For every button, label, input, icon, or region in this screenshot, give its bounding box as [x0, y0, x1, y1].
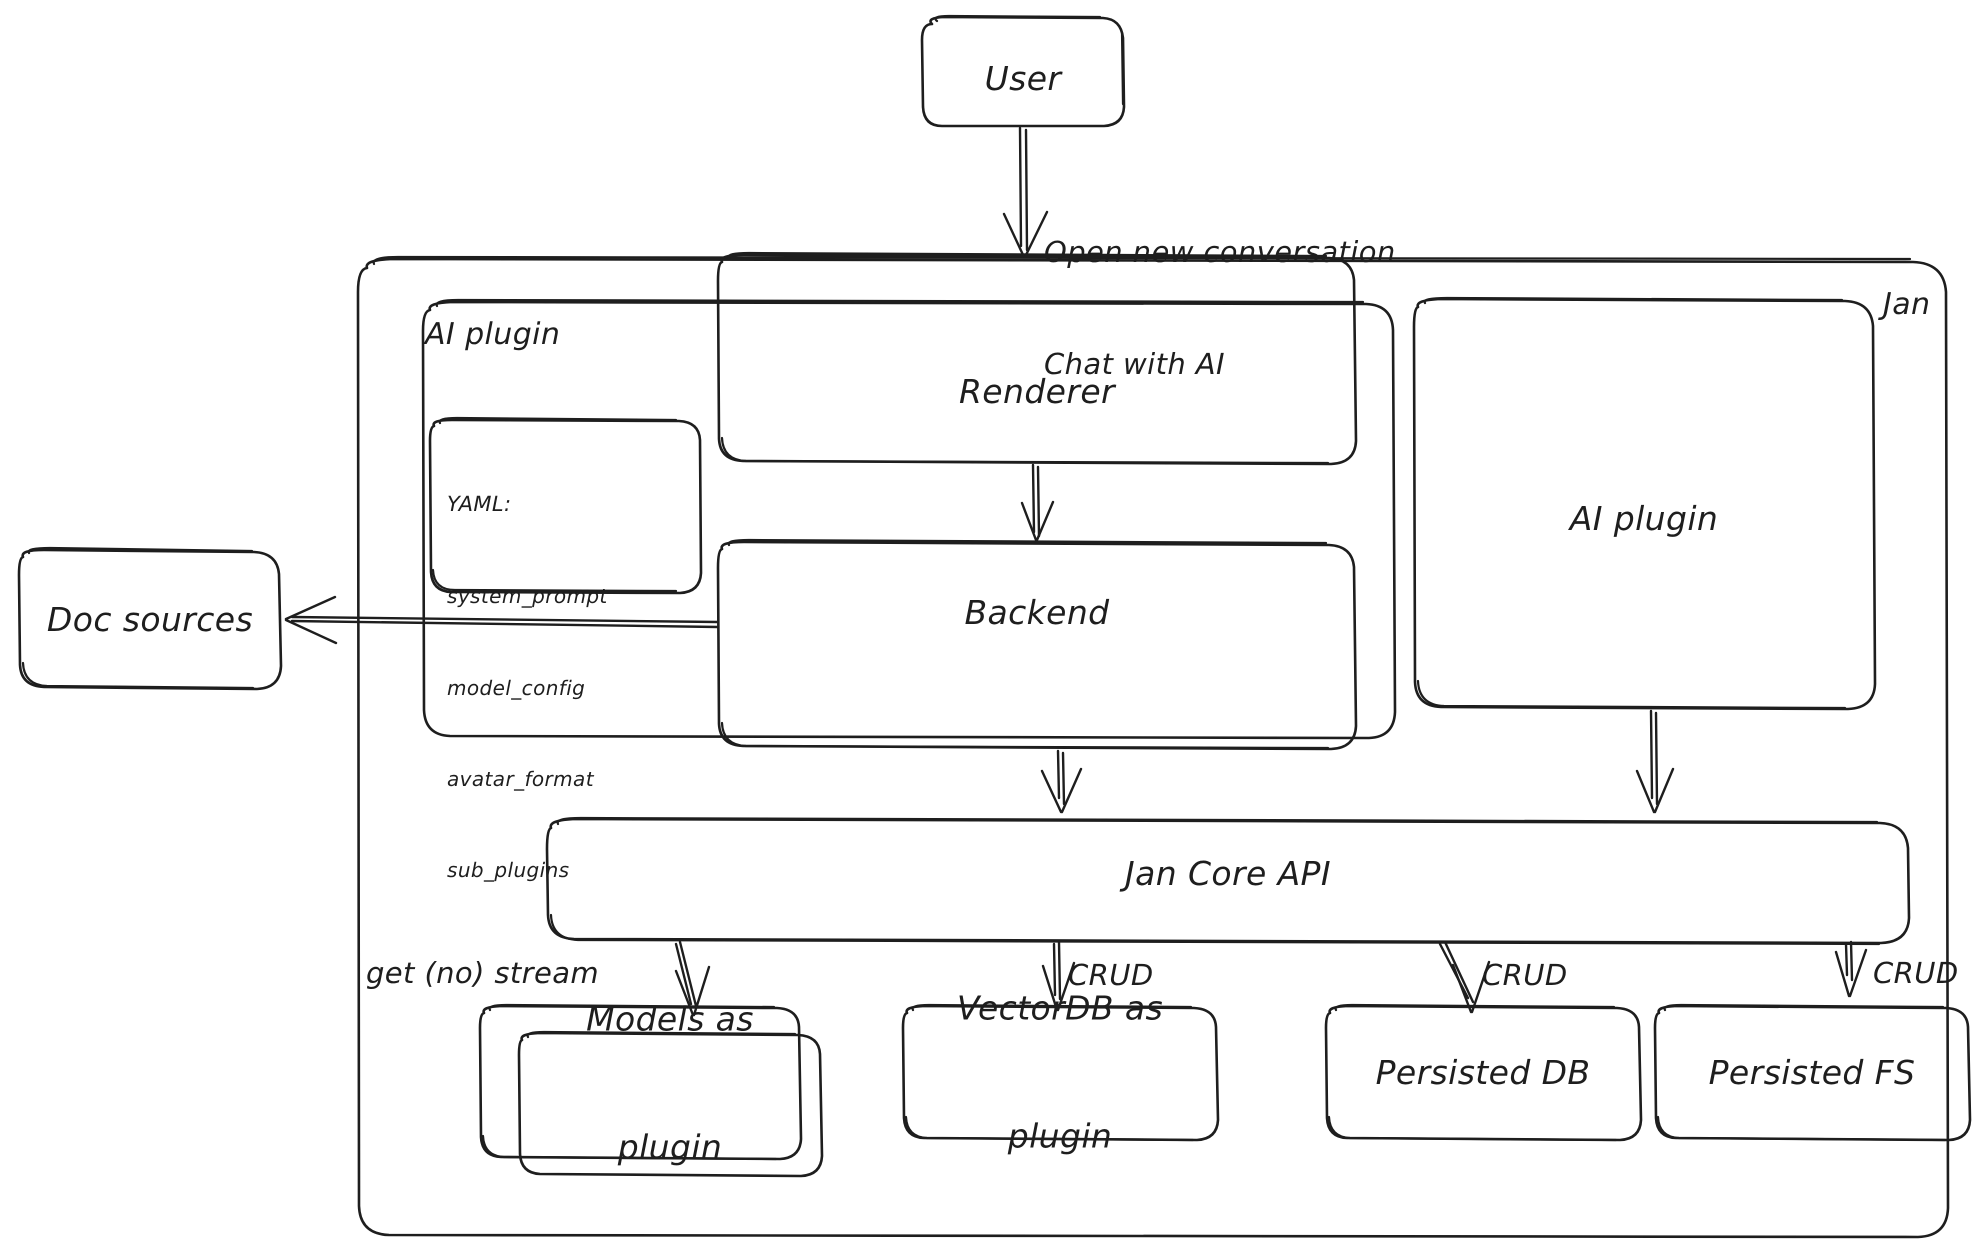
edge-ai-plugin-to-core-api: [1635, 709, 1675, 814]
yaml-card-shape: [428, 416, 703, 595]
ai-plugin-right-node-shape: [1412, 296, 1877, 711]
ai-plugin-group-shape: [421, 298, 1397, 740]
user-node-shape: [920, 14, 1126, 128]
edge-backend-to-doc-sources: [284, 595, 720, 645]
jan-container-shape: [356, 255, 1950, 1239]
edge-core-to-persisted-db: [1438, 940, 1491, 1014]
edge-renderer-to-backend: [1020, 463, 1055, 542]
edge-user-to-renderer: [1002, 126, 1049, 259]
backend-node-shape: [716, 538, 1358, 751]
jan-core-api-node-shape: [545, 816, 1911, 946]
persisted-fs-node-shape: [1653, 1003, 1972, 1142]
edge-core-to-persisted-fs: [1834, 940, 1868, 998]
edge-core-to-vectordb: [1041, 940, 1076, 1012]
vectordb-plugin-node-shape: [901, 1003, 1220, 1142]
doc-sources-node-shape: [17, 546, 283, 691]
models-plugin-node-shape: [517, 1030, 824, 1178]
models-plugin-outer-shape: [478, 1003, 803, 1161]
edge-backend-to-core-api: [1040, 749, 1083, 814]
edge-core-to-models: [674, 940, 711, 1017]
persisted-db-node-shape: [1324, 1003, 1643, 1142]
renderer-node-shape: [716, 251, 1358, 466]
